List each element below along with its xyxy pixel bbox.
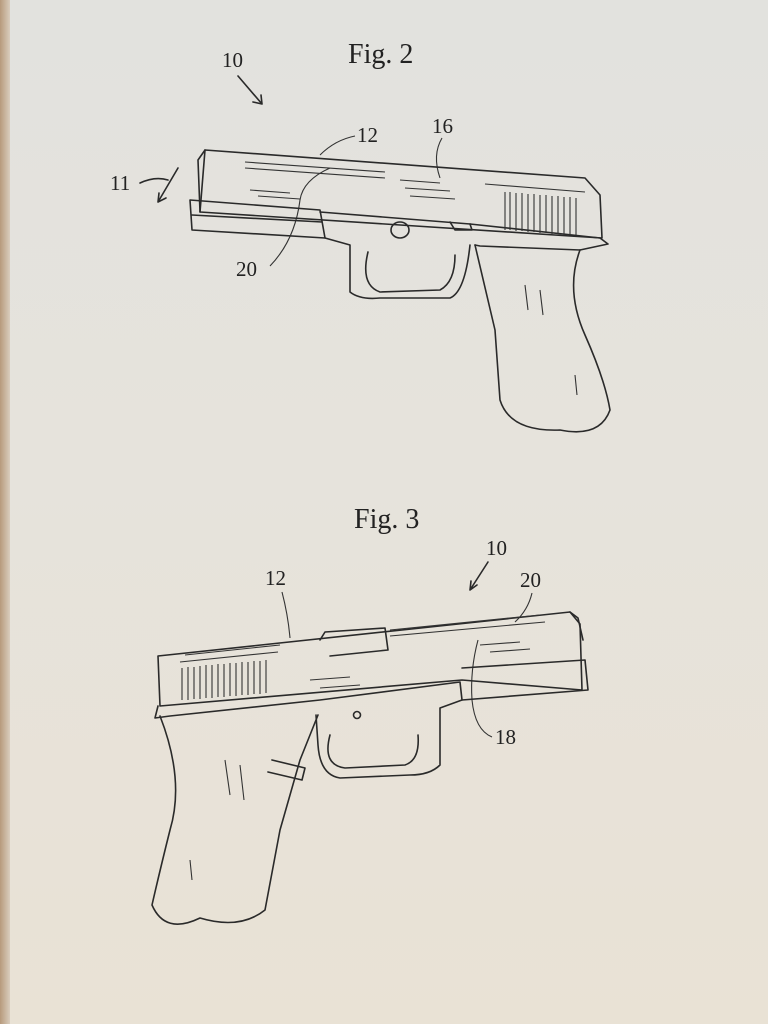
leader-20-fig3 [514, 592, 533, 623]
leader-18-fig3 [471, 639, 493, 738]
pistol-fig3 [151, 611, 589, 925]
fig2-label-16: 16 [432, 114, 453, 138]
fig3-title: Fig. 3 [354, 504, 419, 535]
fig3-label-20: 20 [520, 568, 541, 592]
figure-2: Fig. 2 10 11 12 16 20 [110, 39, 611, 433]
arrow-10-fig3 [469, 561, 489, 591]
fig2-label-11: 11 [110, 171, 130, 195]
fig3-label-18: 18 [495, 725, 516, 749]
leader-12-fig3 [281, 591, 291, 639]
leader-16 [435, 137, 443, 179]
leader-20 [269, 167, 331, 267]
fig2-label-12: 12 [357, 123, 378, 147]
figure-3: Fig. 3 10 12 20 18 [151, 504, 589, 925]
fig3-label-12: 12 [265, 566, 286, 590]
fig2-title: Fig. 2 [348, 39, 413, 70]
fig3-label-10: 10 [486, 536, 507, 560]
leader-12 [319, 135, 356, 156]
fig2-label-10: 10 [222, 48, 243, 72]
page-edge [0, 0, 10, 1024]
pistol-fig2 [189, 149, 611, 433]
fig2-label-20: 20 [236, 257, 257, 281]
arrow-11 [139, 167, 179, 203]
arrow-10 [237, 75, 263, 105]
